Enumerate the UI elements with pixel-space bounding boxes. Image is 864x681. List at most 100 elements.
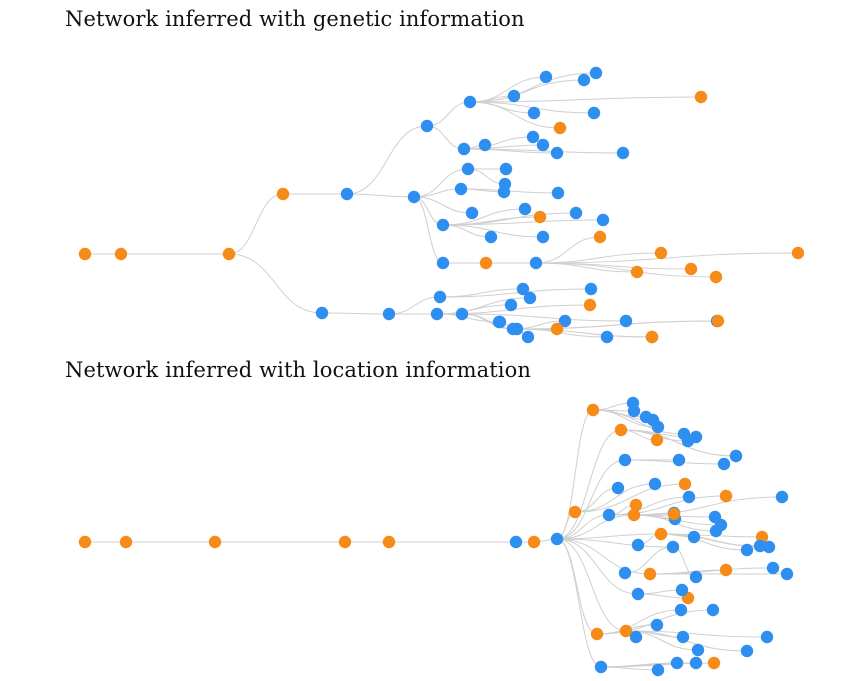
- location-node-blue: [651, 420, 665, 434]
- genetic-node-blue: [430, 307, 444, 321]
- location-node-blue: [674, 603, 688, 617]
- location-node-blue: [631, 587, 645, 601]
- panel-title-genetic: Network inferred with genetic informatio…: [65, 7, 525, 31]
- panel-title-location: Network inferred with location informati…: [65, 358, 531, 382]
- location-node-blue: [689, 656, 703, 670]
- genetic-edge: [321, 312, 390, 315]
- location-node-blue: [740, 644, 754, 658]
- location-node-blue: [631, 538, 645, 552]
- genetic-node-blue: [584, 282, 598, 296]
- genetic-edge: [535, 262, 717, 278]
- genetic-node-blue: [518, 202, 532, 216]
- location-node-blue: [594, 660, 608, 674]
- genetic-node-blue: [455, 307, 469, 321]
- genetic-edge: [413, 196, 444, 264]
- location-node-blue: [706, 603, 720, 617]
- genetic-edge: [436, 313, 501, 323]
- location-node-blue: [760, 630, 774, 644]
- genetic-edge: [442, 224, 492, 238]
- location-node-orange: [707, 656, 721, 670]
- location-node-blue: [627, 404, 641, 418]
- location-node-orange: [208, 535, 222, 549]
- location-node-orange: [338, 535, 352, 549]
- genetic-node-blue: [499, 162, 513, 176]
- genetic-node-orange: [694, 90, 708, 104]
- genetic-node-blue: [551, 186, 565, 200]
- location-node-blue: [753, 539, 767, 553]
- genetic-node-blue: [516, 282, 530, 296]
- location-edge: [556, 538, 639, 595]
- genetic-node-orange: [550, 322, 564, 336]
- genetic-edge: [442, 224, 544, 238]
- location-node-blue: [666, 540, 680, 554]
- location-node-blue: [681, 434, 695, 448]
- location-node-blue: [762, 540, 776, 554]
- genetic-node-blue: [407, 190, 421, 204]
- location-node-orange: [719, 563, 733, 577]
- location-edge: [633, 496, 783, 516]
- location-edge: [574, 483, 686, 513]
- location-node-blue: [775, 490, 789, 504]
- genetic-node-blue: [457, 142, 471, 156]
- genetic-node-blue: [536, 138, 550, 152]
- genetic-edge: [469, 72, 597, 103]
- genetic-node-blue: [436, 256, 450, 270]
- location-node-blue: [651, 663, 665, 677]
- location-node-orange: [719, 489, 733, 503]
- genetic-node-blue: [526, 130, 540, 144]
- location-edge: [592, 409, 685, 435]
- location-node-orange: [586, 403, 600, 417]
- location-node-blue: [611, 481, 625, 495]
- genetic-node-orange: [222, 247, 236, 261]
- genetic-node-orange: [709, 270, 723, 284]
- genetic-edge: [413, 196, 473, 214]
- location-node-blue: [729, 449, 743, 463]
- location-node-orange: [650, 433, 664, 447]
- genetic-node-blue: [589, 66, 603, 80]
- location-node-blue: [676, 630, 690, 644]
- genetic-node-orange: [593, 230, 607, 244]
- location-node-blue: [618, 453, 632, 467]
- genetic-node-orange: [479, 256, 493, 270]
- location-edge: [556, 429, 622, 540]
- location-node-blue: [670, 656, 684, 670]
- genetic-node-blue: [340, 187, 354, 201]
- genetic-node-orange: [583, 298, 597, 312]
- genetic-edge: [439, 288, 592, 298]
- genetic-edge: [346, 125, 428, 195]
- genetic-node-blue: [420, 119, 434, 133]
- genetic-edge: [426, 101, 471, 127]
- location-node-orange: [614, 423, 628, 437]
- genetic-edge: [516, 328, 653, 338]
- location-node-orange: [627, 508, 641, 522]
- location-node-orange: [643, 567, 657, 581]
- location-edge: [637, 589, 683, 595]
- location-node-blue: [687, 530, 701, 544]
- genetic-edge: [535, 262, 638, 273]
- genetic-node-blue: [454, 182, 468, 196]
- location-node-orange: [678, 477, 692, 491]
- genetic-node-blue: [504, 298, 518, 312]
- location-node-blue: [602, 508, 616, 522]
- location-node-blue: [709, 524, 723, 538]
- genetic-node-blue: [433, 290, 447, 304]
- location-node-blue: [550, 532, 564, 546]
- genetic-node-blue: [529, 256, 543, 270]
- genetic-edge: [469, 79, 585, 103]
- location-edge: [556, 514, 635, 540]
- genetic-node-blue: [619, 314, 633, 328]
- genetic-edge: [228, 253, 323, 314]
- genetic-node-orange: [533, 210, 547, 224]
- location-edge: [620, 429, 737, 457]
- genetic-node-blue: [484, 230, 498, 244]
- location-node-blue: [682, 490, 696, 504]
- genetic-node-blue: [550, 146, 564, 160]
- genetic-node-blue: [507, 89, 521, 103]
- genetic-node-blue: [527, 106, 541, 120]
- location-node-orange: [568, 505, 582, 519]
- location-node-blue: [509, 535, 523, 549]
- genetic-edge: [228, 193, 284, 255]
- location-node-blue: [650, 618, 664, 632]
- genetic-node-orange: [645, 330, 659, 344]
